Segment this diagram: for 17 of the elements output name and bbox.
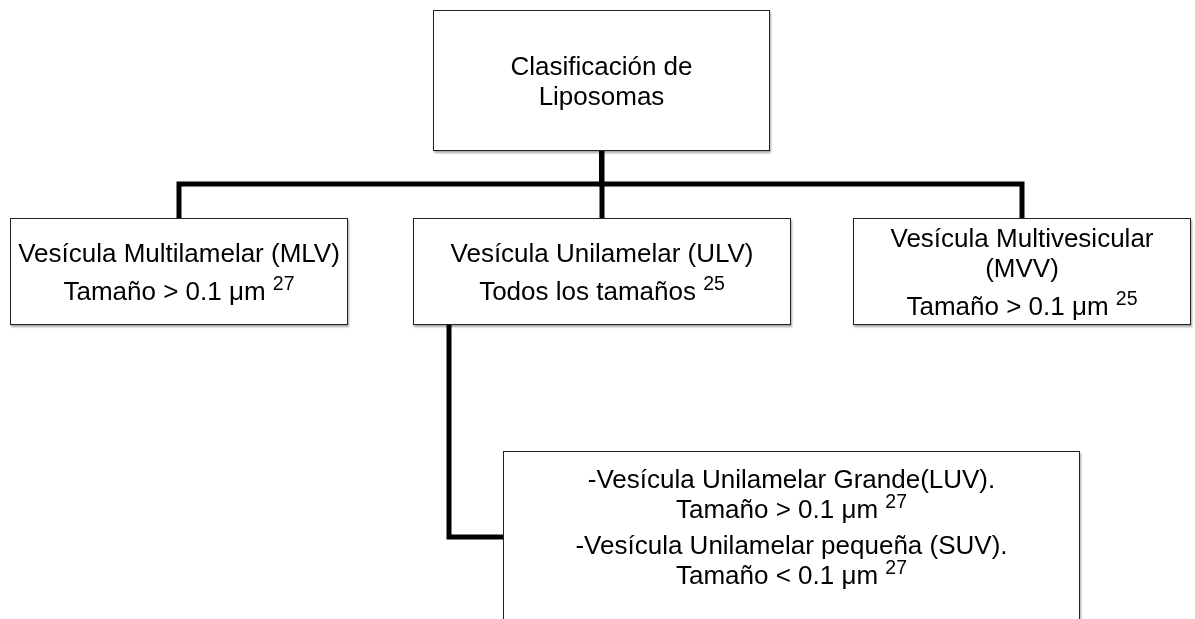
box-text: -Vesícula Unilamelar pequeña (SUV). Tamaño < 0.1 μm $^{27}$ <box>574 530 1009 590</box>
box-text: Clasificación de Liposomas <box>509 50 694 111</box>
box-text: Vesícula Unilamelar (ULV) <box>450 237 754 268</box>
box-text: -Vesícula Unilamelar Grande(LUV). Tamaño > 0.1 μm $^{27}$ <box>586 464 997 524</box>
box-text: Vesícula Multilamelar (MLV) <box>18 237 340 268</box>
box-text: Vesícula Multivesicular (MVV) <box>889 222 1155 283</box>
connector-line <box>599 151 1025 218</box>
category-box <box>10 218 348 325</box>
box-text: Tamaño > 0.1 μm $^{25}$ <box>906 290 1138 321</box>
category-box <box>853 218 1191 325</box>
connector-line <box>446 325 503 540</box>
category-box <box>413 218 791 325</box>
box-text: Tamaño > 0.1 μm $^{27}$ <box>63 275 295 306</box>
connector-line <box>599 151 605 218</box>
category-box <box>433 10 770 151</box>
box-text: Todos los tamaños $^{25}$ <box>479 275 725 306</box>
category-box <box>503 451 1080 619</box>
